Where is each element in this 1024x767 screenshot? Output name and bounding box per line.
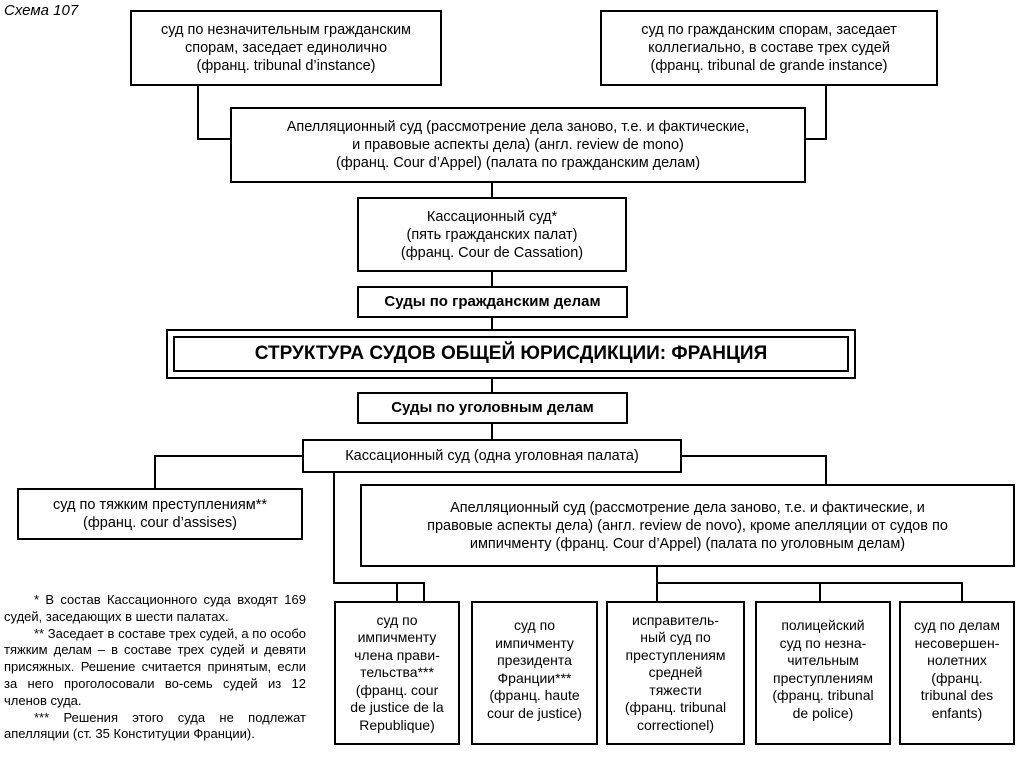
diagram-title-frame: СТРУКТУРА СУДОВ ОБЩЕЙ ЮРИСДИКЦИИ: ФРАНЦИ… [166, 329, 856, 379]
diagram-title: СТРУКТУРА СУДОВ ОБЩЕЙ ЮРИСДИКЦИИ: ФРАНЦИ… [173, 336, 849, 372]
connector-line [656, 582, 963, 584]
connector-line [423, 582, 425, 602]
grande-instance-court-box: суд по гражданским спорам, заседает колл… [600, 10, 938, 86]
correctional-court-box: исправитель- ный суд по преступлениям ср… [606, 601, 745, 745]
connector-line [491, 270, 493, 287]
scheme-label: Схема 107 [4, 2, 79, 19]
connector-line [680, 455, 827, 457]
footnote-assizes: ** Заседает в составе трех судей, а по о… [4, 625, 306, 708]
impeachment-president-court-box: суд по импичменту президента Франции*** … [471, 601, 598, 745]
criminal-cases-heading: Суды по уголовным делам [357, 392, 628, 424]
criminal-appeal-court-box: Апелляционный суд (рассмотрение дела зан… [360, 484, 1015, 567]
police-court-box: полицейский суд по незна- чительным прес… [755, 601, 891, 745]
connector-line [396, 582, 398, 602]
civil-cases-heading: Суды по гражданским делам [357, 286, 628, 318]
connector-line [491, 182, 493, 199]
connector-line [491, 317, 493, 330]
connector-line [656, 582, 658, 602]
connector-line [154, 455, 156, 489]
connector-line [804, 138, 827, 140]
instance-court-box: суд по незначительным гражданским спорам… [130, 10, 442, 86]
connector-line [961, 582, 963, 602]
connector-line [825, 455, 827, 484]
civil-appeal-court-box: Апелляционный суд (рассмотрение дела зан… [230, 107, 806, 183]
impeachment-minister-court-box: суд по импичменту члена прави- тельства*… [334, 601, 460, 745]
footnotes: * В состав Кассационного суда входят 169… [4, 592, 306, 743]
civil-cassation-court-box: Кассационный суд* (пять гражданских пала… [357, 197, 627, 272]
connector-line [819, 582, 821, 602]
connector-line [491, 378, 493, 393]
connector-line [154, 455, 303, 457]
assizes-court-box: суд по тяжким преступлениям** (франц. co… [17, 488, 303, 540]
connector-line [333, 472, 335, 584]
footnote-impeachment: *** Решения этого суда не подлежат апелл… [4, 709, 306, 742]
connector-line [197, 84, 199, 140]
footnote-cassation: * В состав Кассационного суда входят 169… [4, 592, 306, 624]
criminal-cassation-court-box: Кассационный суд (одна уголовная палата) [302, 439, 682, 473]
connector-line [656, 566, 658, 584]
connector-line [825, 84, 827, 140]
connector-line [333, 582, 425, 584]
connector-line [197, 138, 232, 140]
connector-line [491, 423, 493, 440]
juvenile-court-box: суд по делам несовершен- нолетних (франц… [899, 601, 1015, 745]
